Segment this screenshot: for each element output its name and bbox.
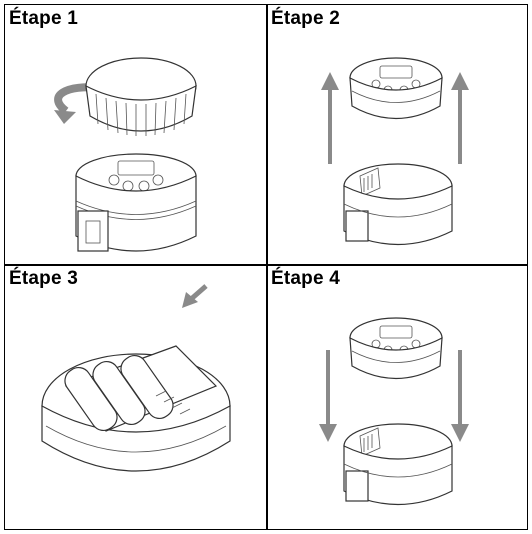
step-4-illustration (319, 317, 469, 505)
insert-arrow-icon (182, 284, 208, 308)
step-1-panel: Étape 1 (6, 6, 266, 264)
step-3-panel: Étape 3 (6, 266, 266, 524)
step-2-illustration (321, 57, 469, 245)
battery-cap (85, 57, 197, 136)
step-4-panel: Étape 4 (268, 266, 528, 524)
step-3-label: Étape 3 (9, 268, 78, 289)
grid-divider-vertical (266, 4, 268, 530)
step-3-illustration (41, 284, 231, 472)
battery-housing (343, 423, 453, 505)
down-arrow-icon-right (451, 350, 469, 442)
timer-unit (75, 153, 197, 252)
up-arrow-icon (321, 72, 339, 164)
step-1-label: Étape 1 (9, 8, 78, 29)
step-4-label: Étape 4 (271, 268, 340, 289)
rotate-arrow-head (54, 110, 76, 124)
step-1-illustration (54, 57, 197, 252)
step-2-label: Étape 2 (271, 8, 340, 29)
timer-head (349, 317, 443, 380)
up-arrow-icon-right (451, 72, 469, 164)
battery-housing (343, 163, 453, 245)
batteries (64, 354, 174, 432)
grid-divider-horizontal (4, 264, 528, 266)
step-2-panel: Étape 2 (268, 6, 528, 264)
timer-head (349, 57, 443, 120)
down-arrow-icon (319, 350, 337, 442)
